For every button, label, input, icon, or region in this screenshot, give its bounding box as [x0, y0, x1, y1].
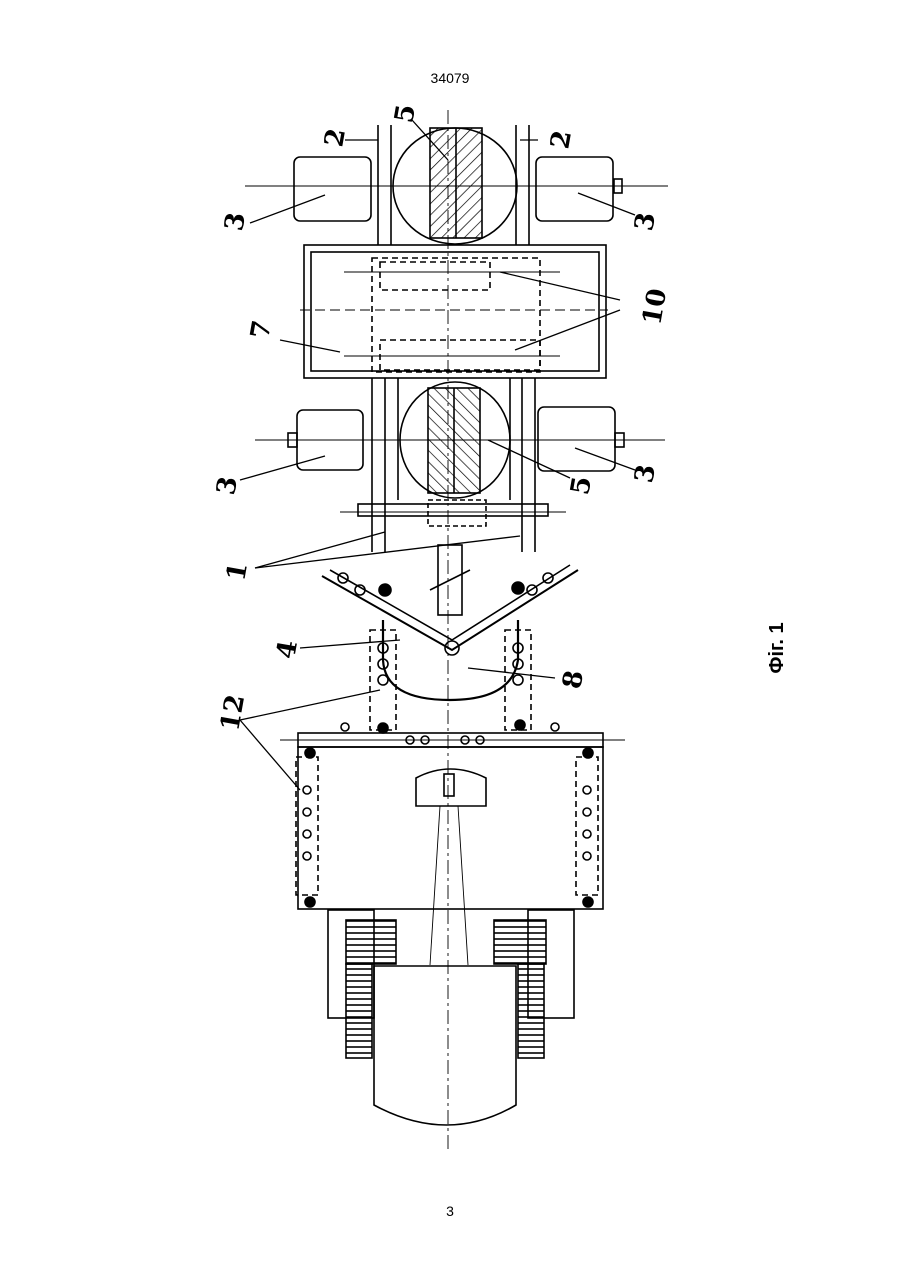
callout-7: 7 — [245, 318, 278, 341]
roller-3-top-left — [294, 157, 371, 221]
callout-3-mid-left: 3 — [211, 474, 244, 497]
tractor-tracks — [328, 910, 574, 1058]
roller-3-top-right — [536, 157, 613, 221]
callout-2-right: 2 — [545, 128, 578, 151]
callout-4: 4 — [271, 638, 304, 661]
callout-8: 8 — [557, 668, 590, 691]
blade-4 — [322, 565, 578, 655]
callout-2-left: 2 — [319, 126, 352, 149]
callout-5-middle: 5 — [565, 474, 598, 497]
callout-10: 10 — [637, 286, 673, 327]
scoop-8 — [383, 620, 518, 700]
callout-1: 1 — [221, 560, 254, 583]
callout-12: 12 — [215, 692, 251, 733]
callout-5-top: 5 — [389, 102, 422, 125]
tractor-body — [374, 966, 516, 1125]
gearbox-7 — [300, 245, 608, 378]
callout-3-mid-right: 3 — [629, 462, 662, 485]
callout-3-top-right: 3 — [629, 210, 662, 233]
callout-3-top-left: 3 — [219, 210, 252, 233]
